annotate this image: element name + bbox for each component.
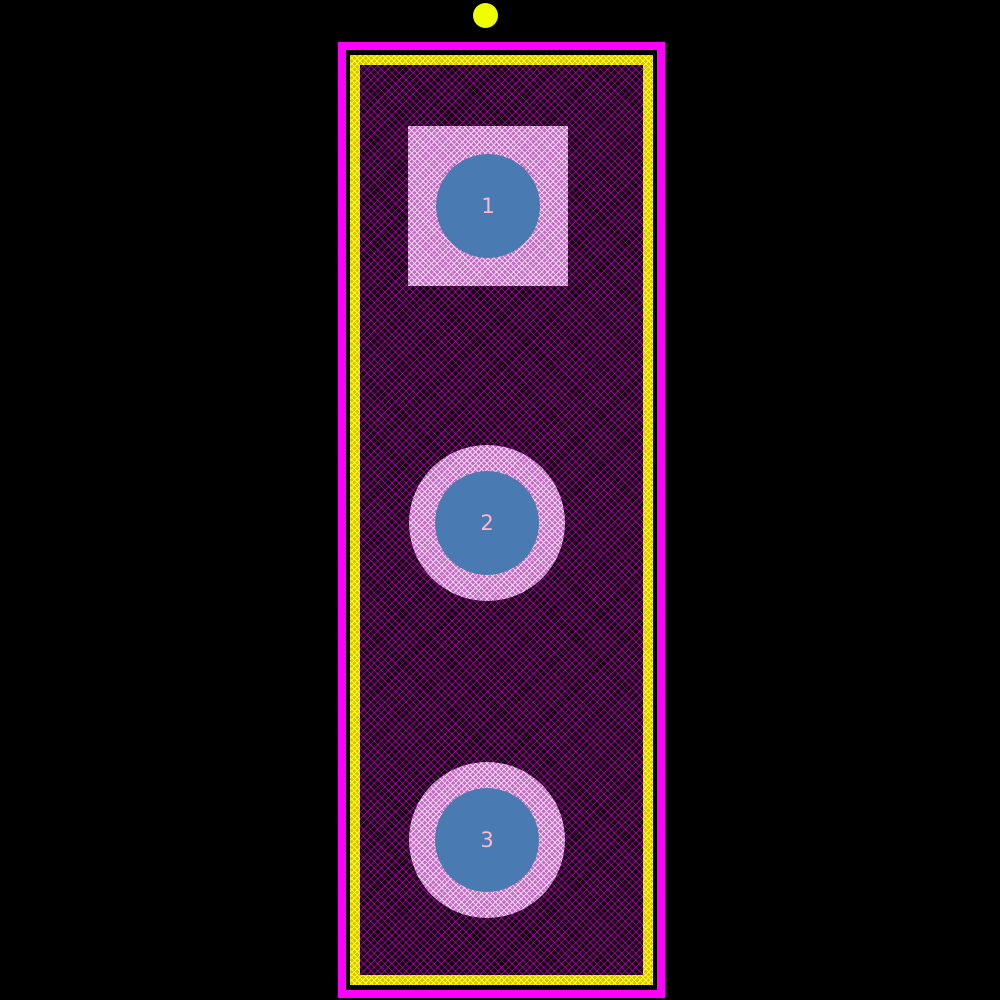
pin1-indicator-dot	[473, 3, 498, 28]
pad-2: 2	[409, 445, 565, 601]
drill-hole-1: 1	[436, 154, 540, 258]
pad-1-label: 1	[481, 193, 495, 218]
drill-hole-2: 2	[435, 471, 539, 575]
pad-3-label: 3	[480, 827, 494, 852]
pad-3: 3	[409, 762, 565, 918]
drill-hole-3: 3	[435, 788, 539, 892]
pad-2-label: 2	[480, 510, 494, 535]
pad-1: 1	[408, 126, 568, 286]
